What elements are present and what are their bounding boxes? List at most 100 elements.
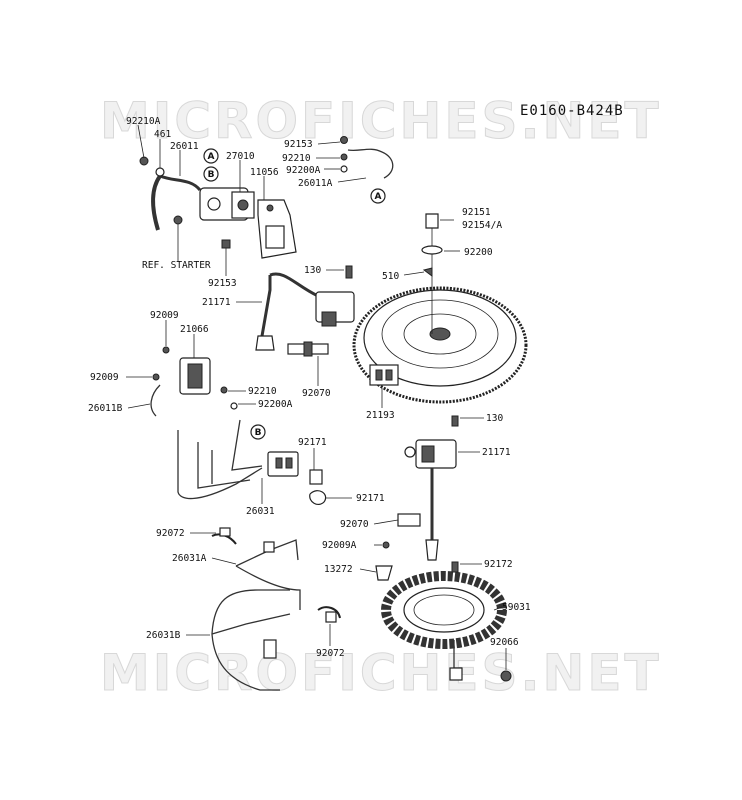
- label-92009-upper: 92009: [150, 310, 179, 321]
- nut-92210A: [139, 156, 149, 166]
- stator-center: [413, 594, 475, 626]
- clamp-92072-a-head: [219, 527, 231, 537]
- label-92072-a: 92072: [156, 528, 185, 539]
- leader-92070-lower: [373, 519, 399, 525]
- solenoid-cap: [207, 197, 221, 211]
- harness-connector-pin-1: [275, 457, 283, 469]
- leader-26011A: [337, 177, 367, 183]
- label-92153-lower: 92153: [208, 278, 237, 289]
- flywheel-inner: [381, 299, 499, 369]
- washer-92200A-lower: [230, 402, 238, 410]
- ref-circle-a-2: [370, 188, 386, 204]
- harness-26031B-connector: [263, 639, 277, 659]
- watermark-top: MICROFICHES.NET: [100, 92, 662, 151]
- label-92151: 92151: [462, 207, 491, 218]
- label-92200: 92200: [464, 247, 493, 258]
- harness-26031A-wire-2: [235, 565, 301, 610]
- harness-26031B-wire-1: [211, 589, 290, 635]
- stator: [381, 561, 512, 682]
- coil-lead-upper: [260, 275, 272, 337]
- bolt-92009-upper: [162, 346, 170, 354]
- terminal-92171-a: [309, 469, 323, 485]
- label-26031A: 26031A: [172, 553, 207, 564]
- coil-core-upper: [321, 311, 337, 327]
- label-92072-b: 92072: [316, 648, 345, 659]
- label-92171-a: 92171: [298, 437, 327, 448]
- nut-92210-lower: [220, 386, 228, 394]
- watermark-bottom: MICROFICHES.NET: [100, 644, 662, 703]
- label-461: 461: [154, 129, 171, 140]
- nut-92066: [500, 670, 512, 682]
- rectifier-group: [150, 346, 238, 417]
- stator-connector: [449, 667, 463, 681]
- spark-plug-hex-upper: [303, 341, 313, 357]
- harness-wire-1: [177, 430, 263, 500]
- harness-lower: [211, 527, 341, 691]
- flywheel-magnet: [369, 364, 399, 386]
- regulator-slot: [265, 225, 285, 249]
- ref-circle-a-1: [203, 148, 219, 164]
- label-92070-upper: 92070: [302, 388, 331, 399]
- nut-92210-upper: [340, 153, 348, 161]
- label-92009-lower: 92009: [90, 372, 119, 383]
- flywheel-bolt-92151: [425, 213, 439, 229]
- label-21066: 21066: [180, 324, 209, 335]
- label-92210-upper: 92210: [282, 153, 311, 164]
- label-92070-lower: 92070: [340, 519, 369, 530]
- harness-26031B-wire-2: [211, 633, 280, 691]
- label-11056: 11056: [250, 167, 279, 178]
- label-92171-b: 92171: [356, 493, 385, 504]
- label-ref-starter: REF. STARTER: [142, 260, 211, 271]
- plug-boot-lower: [425, 539, 439, 561]
- bolt-130-upper: [345, 265, 353, 279]
- spark-plug-lower: [397, 513, 421, 527]
- clamp-92072-b-head: [325, 611, 337, 623]
- label-510: 510: [382, 271, 399, 282]
- leader-92153-upper: [317, 141, 341, 145]
- ref-letter-b-1: B: [208, 170, 215, 180]
- harness-wire-2: [197, 442, 251, 489]
- leader-13272: [359, 568, 377, 573]
- leader-59031: [493, 606, 503, 611]
- solenoid-assembly: [139, 136, 394, 259]
- ground-lead-26011B: [150, 384, 161, 417]
- harness-26031A-connector: [263, 541, 275, 553]
- leader-lines: [126, 124, 507, 670]
- leader-26031A: [211, 557, 237, 565]
- key-510: [422, 267, 433, 277]
- part-labels: 92210A 461 26011 27010 11056 92153 92210…: [88, 116, 531, 659]
- label-26011A: 26011A: [298, 178, 333, 189]
- starter-cable: [151, 174, 162, 231]
- label-130-upper: 130: [304, 265, 321, 276]
- bolt-92009-lower: [152, 373, 160, 381]
- solenoid-terminal-bolt: [237, 199, 249, 211]
- rectifier-fins: [187, 363, 203, 389]
- label-27010: 27010: [226, 151, 255, 162]
- label-21171-upper: 21171: [202, 297, 231, 308]
- harness-26031B-wire-3: [211, 613, 291, 635]
- cable-bolt: [173, 215, 183, 225]
- leader-510: [403, 271, 425, 276]
- ref-circle-b-1: [203, 166, 219, 182]
- label-92153-upper: 92153: [284, 139, 313, 150]
- label-26011: 26011: [170, 141, 199, 152]
- diagram-code: E0160-B424B: [520, 103, 624, 119]
- washer-461: [155, 167, 165, 177]
- label-59031: 59031: [502, 602, 531, 613]
- starter-cable-end: [159, 174, 202, 192]
- bolt-92153-upper: [340, 136, 348, 144]
- ref-markers: A B A B: [203, 148, 386, 440]
- harness-connector: [267, 451, 299, 477]
- bolt-92009A: [382, 541, 390, 549]
- ref-letter-a-1: A: [208, 152, 215, 162]
- bracket-13272: [375, 565, 393, 581]
- label-130-lower: 130: [486, 413, 503, 424]
- label-92172: 92172: [484, 559, 513, 570]
- flywheel-magnet-pole-2: [385, 369, 393, 381]
- label-92210A: 92210A: [126, 116, 161, 127]
- harness-26031A-wire-1: [235, 539, 299, 567]
- terminal-92171-b: [309, 490, 327, 506]
- flywheel-magnet-pole-1: [375, 369, 383, 381]
